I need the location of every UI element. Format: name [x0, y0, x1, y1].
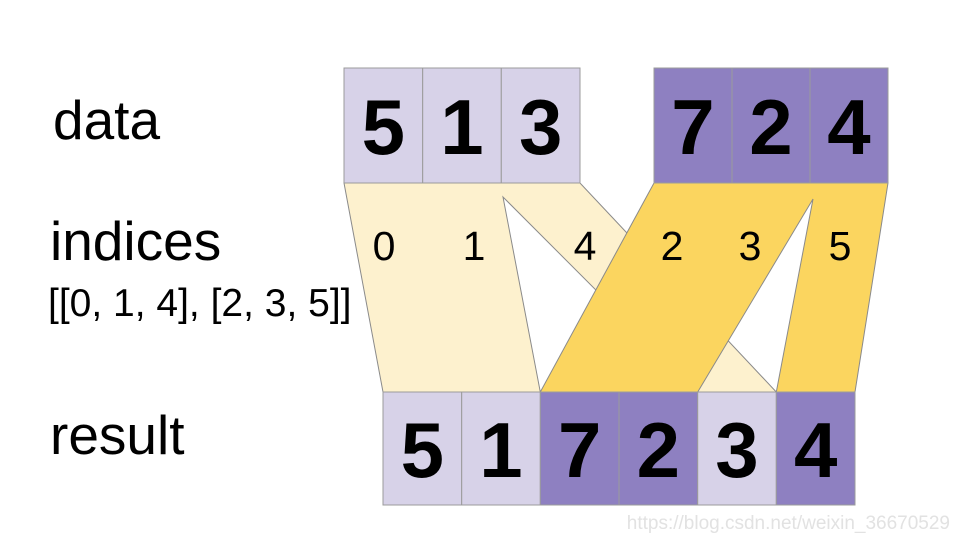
data-cell-value: 1: [440, 83, 483, 171]
data-cell-value: 5: [362, 83, 405, 171]
result-label: result: [50, 404, 185, 466]
result-cell: [618, 391, 699, 506]
data-cell: [343, 67, 424, 184]
data-cell: [731, 67, 811, 184]
watermark-text: https://blog.csdn.net/weixin_36670529: [627, 513, 950, 534]
result-cell: [697, 391, 777, 506]
result-cell-value: 2: [637, 406, 680, 494]
indices-label: indices: [50, 210, 221, 272]
data-cell: [422, 67, 502, 184]
data-cell: [809, 67, 889, 184]
index-value: 0: [373, 223, 396, 269]
data-label: data: [53, 89, 160, 151]
result-cell-value: 4: [794, 406, 837, 494]
result-cell: [775, 391, 856, 506]
index-value: 3: [739, 223, 762, 269]
result-cell-value: 5: [401, 406, 444, 494]
data-cell: [653, 67, 733, 184]
data-cell-value: 2: [749, 83, 792, 171]
data-cell-value: 3: [519, 83, 562, 171]
index-value: 2: [661, 223, 684, 269]
data-array-right: 7 2 4: [653, 67, 889, 184]
result-cell: [461, 391, 541, 506]
result-cell: [382, 391, 463, 506]
result-cell-value: 3: [715, 406, 758, 494]
result-cell-value: 1: [479, 406, 522, 494]
index-value: 5: [829, 223, 852, 269]
result-array: 5 1 7 2 3 4: [382, 391, 856, 506]
data-cell-value: 4: [827, 83, 870, 171]
index-value: 4: [574, 223, 597, 269]
result-cell: [539, 391, 620, 506]
result-cell-value: 7: [558, 406, 601, 494]
data-cell-value: 7: [671, 83, 714, 171]
indices-array-label: [[0, 1, 4], [2, 3, 5]]: [48, 282, 352, 325]
indices-values: 0 1 4 2 3 5: [373, 223, 852, 269]
index-value: 1: [463, 223, 486, 269]
data-cell: [500, 67, 581, 184]
data-array-left: 5 1 3: [343, 67, 581, 184]
